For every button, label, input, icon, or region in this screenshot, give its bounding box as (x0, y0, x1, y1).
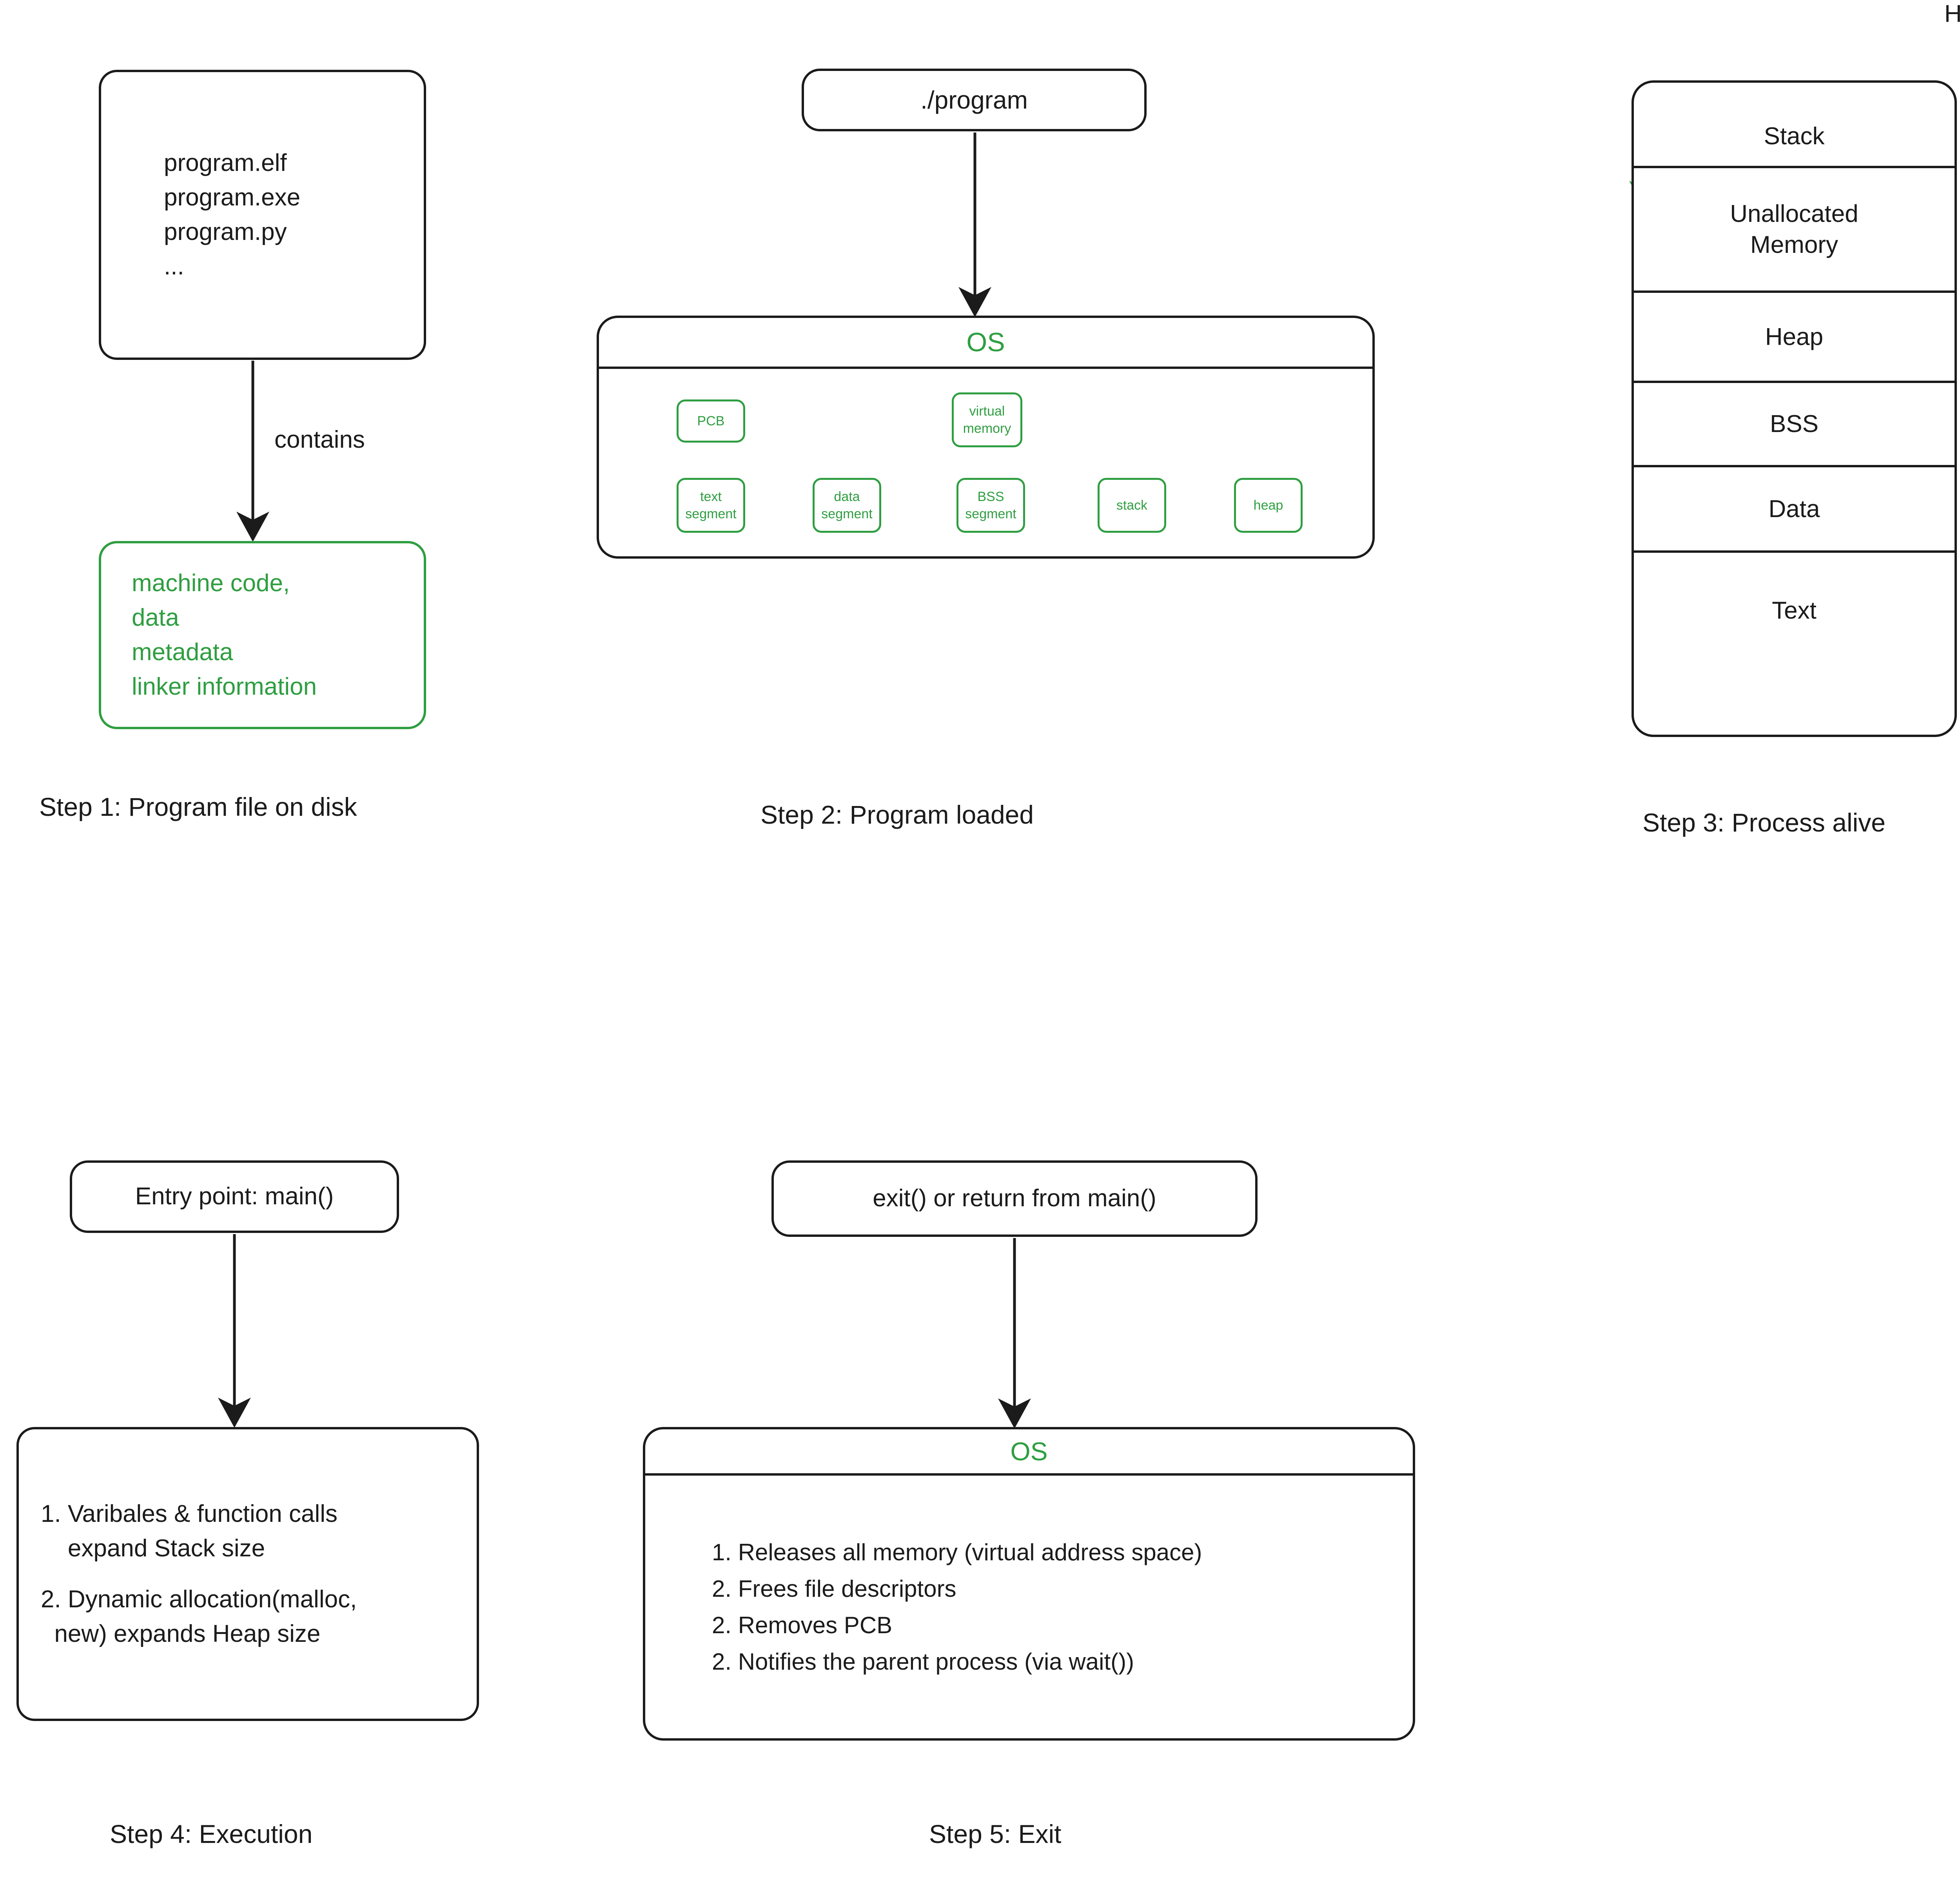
os-cleanup-list: 1. Releases all memory (virtual address … (645, 1476, 1413, 1738)
os-loader-box[interactable]: OS PCB virtual memory text segment data … (597, 316, 1375, 559)
memory-region-bss[interactable]: BSS (1634, 381, 1955, 465)
cleanup-item: 2. Removes PCB (712, 1612, 893, 1638)
segment-node-text[interactable]: text segment (677, 478, 745, 533)
program-contents-box[interactable]: machine code, data metadata linker infor… (99, 541, 426, 729)
spacer (41, 1566, 455, 1582)
os-title-step2: OS (966, 327, 1005, 357)
execution-effects-list: 1. Varibales & function calls expand Sta… (19, 1497, 477, 1651)
program-contents-line: metadata (132, 639, 233, 666)
execution-item: 2. Dynamic allocation(malloc, (41, 1586, 357, 1613)
run-command-text: ./program (920, 85, 1028, 114)
entry-point-box[interactable]: Entry point: main() (70, 1160, 399, 1233)
program-file-line: ... (164, 253, 184, 280)
program-contents-line: machine code, (132, 569, 290, 597)
memory-region-stack[interactable]: Stack (1764, 122, 1825, 150)
os-cleanup-box[interactable]: OS 1. Releases all memory (virtual addre… (643, 1427, 1415, 1741)
program-file-line: program.elf (164, 149, 287, 176)
memory-region-unallocated[interactable]: Unallocated Memory (1634, 166, 1955, 290)
program-contents-line: data (132, 604, 179, 631)
memory-region-text[interactable]: Text (1634, 550, 1955, 668)
cleanup-item: 2. Frees file descriptors (712, 1576, 956, 1602)
segment-node-heap[interactable]: heap (1234, 478, 1303, 533)
virtual-memory-node[interactable]: virtual memory (952, 392, 1022, 447)
program-contents-line: linker information (132, 673, 317, 701)
memory-region-data[interactable]: Data (1634, 465, 1955, 550)
os-header-divider (599, 367, 1372, 369)
os-cleanup-divider (645, 1473, 1413, 1476)
program-file-line: program.exe (164, 183, 301, 211)
os-title-step5: OS (1010, 1437, 1048, 1466)
segment-node-bss[interactable]: BSS segment (956, 478, 1025, 533)
step-3-caption: Step 3: Process alive (1642, 808, 1886, 837)
entry-point-text: Entry point: main() (135, 1183, 334, 1210)
segment-node-data[interactable]: data segment (813, 478, 881, 533)
step-2-caption: Step 2: Program loaded (760, 800, 1034, 829)
step-5-caption: Step 5: Exit (929, 1819, 1062, 1848)
process-memory-layout-box[interactable]: Stack Unallocated Memory Heap BSS Data T… (1632, 80, 1957, 737)
exit-trigger-text: exit() or return from main() (873, 1185, 1156, 1212)
higher-address-label: Higher Address (1944, 0, 1960, 27)
memory-region-heap[interactable]: Heap (1634, 290, 1955, 381)
cleanup-item: 1. Releases all memory (virtual address … (712, 1539, 1202, 1565)
edge-label-contains: contains (274, 426, 365, 453)
program-file-line: program.py (164, 218, 287, 245)
exit-trigger-box[interactable]: exit() or return from main() (771, 1160, 1258, 1237)
execution-item: expand Stack size (41, 1534, 265, 1562)
step-1-caption: Step 1: Program file on disk (39, 792, 357, 821)
execution-item: new) expands Heap size (41, 1620, 321, 1648)
segment-node-stack[interactable]: stack (1098, 478, 1166, 533)
pcb-node[interactable]: PCB (677, 399, 745, 443)
cleanup-item: 2. Notifies the parent process (via wait… (712, 1648, 1134, 1675)
os-body-step2: PCB virtual memory text segment data seg… (599, 369, 1372, 556)
execution-item: 1. Varibales & function calls (41, 1500, 338, 1527)
program-file-box[interactable]: program.elf program.exe program.py ... (99, 70, 426, 360)
program-file-lines: program.elf program.exe program.py ... (101, 146, 424, 284)
execution-effects-box[interactable]: 1. Varibales & function calls expand Sta… (16, 1427, 479, 1721)
step-4-caption: Step 4: Execution (110, 1819, 313, 1848)
run-command-box[interactable]: ./program (802, 69, 1147, 131)
program-contents-lines: machine code, data metadata linker infor… (101, 566, 424, 704)
